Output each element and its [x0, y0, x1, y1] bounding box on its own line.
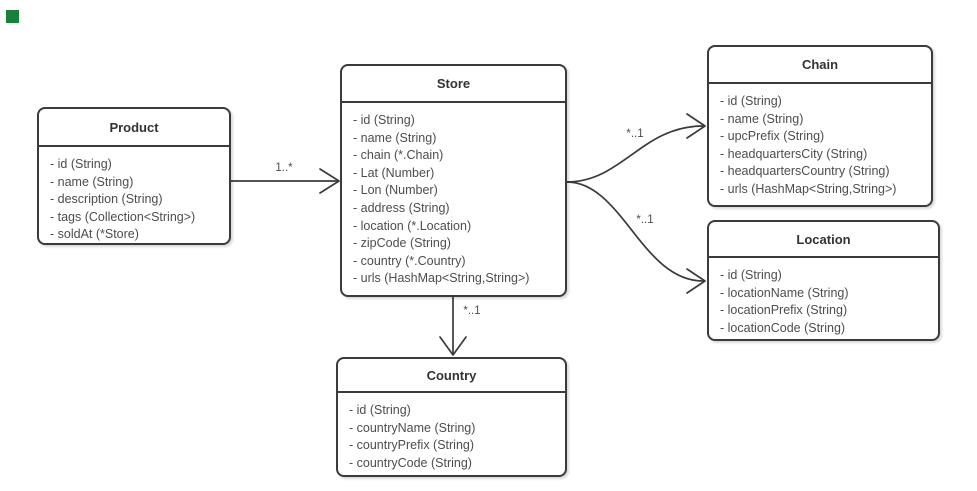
corner-marker [6, 10, 19, 23]
class-attributes: - id (String) - countryName (String) - cou… [338, 393, 565, 472]
class-attribute: - countryCode (String) [349, 455, 472, 470]
class-attribute: - id (String) [353, 113, 415, 127]
class-attribute: - id (String) [349, 403, 411, 417]
class-attribute: - locationName (String) [720, 285, 849, 300]
class-attributes: - id (String) - name (String) - descriptio… [39, 147, 229, 244]
class-attribute: - urls (HashMap<String,String>) [720, 181, 897, 196]
class-attribute: - zipCode (String) [353, 236, 451, 251]
class-attribute: - country (*.Country) [353, 253, 466, 268]
class-box-store[interactable]: Store - id (String) - name (String) - chai… [340, 64, 567, 297]
class-attributes: - id (String) - name (String) - chain (*.C… [342, 103, 565, 288]
class-attribute: - Lat (Number) [353, 165, 435, 180]
multiplicity-label-store-chain: *..1 [626, 128, 644, 140]
class-attribute: - Lon (Number) [353, 183, 438, 198]
class-attribute: - address (String) [353, 200, 450, 215]
class-attribute: - locationCode (String) [720, 320, 846, 335]
class-attribute: - name (String) [720, 111, 804, 126]
class-attribute: - soldAt (*Store) [50, 227, 139, 242]
class-title: Location [709, 222, 938, 258]
arrowhead-right-icon [686, 268, 706, 294]
class-box-location[interactable]: Location - id (String) - locationName (St… [707, 220, 940, 341]
class-attribute: - tags (Collection<String>) [50, 209, 196, 224]
class-attribute: - urls (HashMap<String,String>) [353, 271, 530, 286]
class-attributes: - id (String) - locationName (String) - lo… [709, 258, 938, 337]
class-attribute: - id (String) [720, 94, 782, 108]
multiplicity-label-store-location: *..1 [636, 214, 654, 226]
arrowhead-right-icon [686, 113, 706, 139]
edge-product-store[interactable] [230, 168, 340, 194]
arrowhead-right-icon [319, 168, 340, 194]
multiplicity-label-store-country: *..1 [463, 305, 481, 317]
class-attribute: - chain (*.Chain) [353, 148, 444, 163]
arrowhead-down-icon [439, 336, 467, 356]
edge-store-chain[interactable] [566, 113, 706, 183]
class-title: Chain [709, 47, 931, 84]
class-attribute: - name (String) [353, 130, 437, 145]
class-box-product[interactable]: Product - id (String) - name (String) - de… [37, 107, 231, 245]
edge-store-location[interactable] [566, 181, 706, 294]
multiplicity-label-product-store: 1..* [275, 162, 293, 174]
class-title: Product [39, 109, 229, 147]
class-attribute: - id (String) [720, 268, 782, 282]
class-box-country[interactable]: Country - id (String) - countryName (Stri… [336, 357, 567, 477]
class-attribute: - locationPrefix (String) [720, 303, 848, 318]
class-title: Country [338, 359, 565, 393]
class-title: Store [342, 66, 565, 103]
class-attribute: - location (*.Location) [353, 218, 472, 233]
class-attribute: - description (String) [50, 192, 163, 207]
class-box-chain[interactable]: Chain - id (String) - name (String) - upcP… [707, 45, 933, 207]
class-attribute: - headquartersCountry (String) [720, 164, 890, 179]
class-attributes: - id (String) - name (String) - upcPrefix … [709, 84, 931, 199]
edge-store-country[interactable] [439, 296, 467, 356]
class-attribute: - name (String) [50, 174, 134, 189]
class-attribute: - countryName (String) [349, 420, 476, 435]
class-attribute: - countryPrefix (String) [349, 438, 475, 453]
class-attribute: - upcPrefix (String) [720, 129, 825, 144]
class-attribute: - id (String) [50, 157, 112, 171]
class-attribute: - headquartersCity (String) [720, 146, 868, 161]
